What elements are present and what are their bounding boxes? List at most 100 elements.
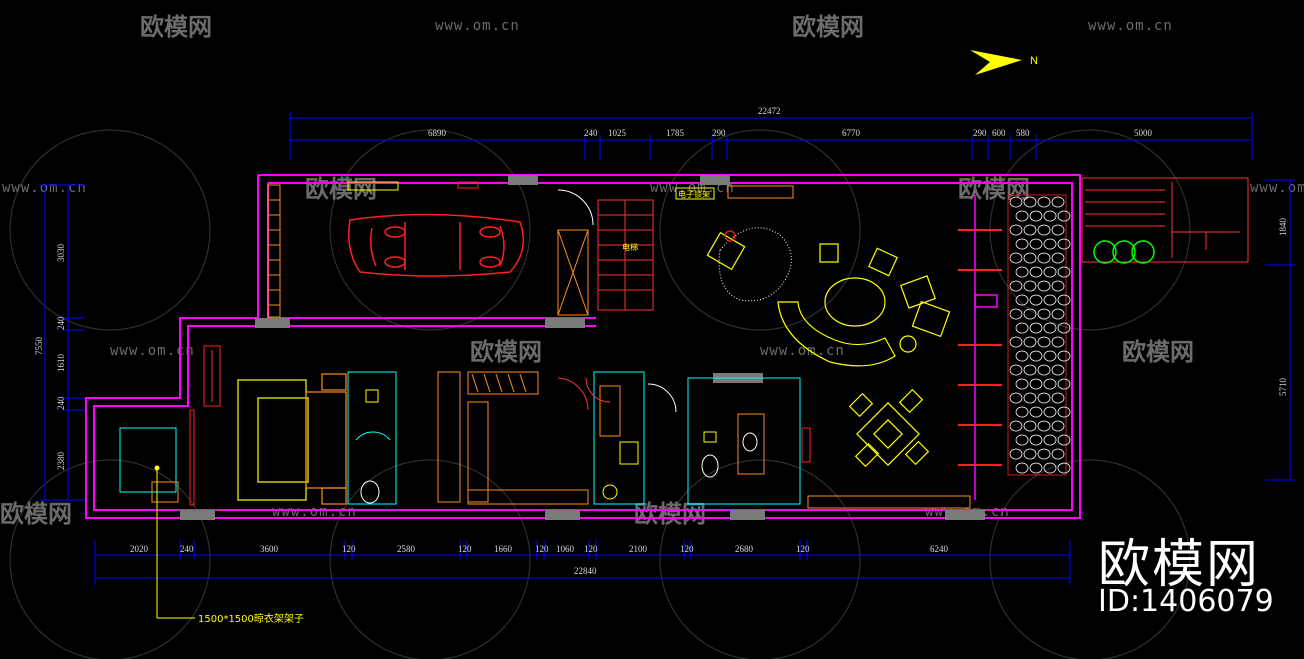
svg-text:2100: 2100 bbox=[629, 544, 648, 554]
pebble bbox=[1057, 350, 1071, 362]
pebble bbox=[1015, 378, 1029, 390]
stair-core bbox=[597, 199, 654, 311]
pebble bbox=[1051, 196, 1065, 208]
bottom-dim-11: 2100 bbox=[629, 544, 648, 554]
pebble bbox=[1051, 252, 1065, 264]
svg-text:1660: 1660 bbox=[494, 544, 513, 554]
svg-text:120: 120 bbox=[342, 544, 356, 554]
pebble bbox=[1015, 266, 1029, 278]
svg-text:580: 580 bbox=[1016, 128, 1030, 138]
svg-text:1840: 1840 bbox=[1278, 218, 1288, 237]
wall-openings bbox=[180, 175, 985, 520]
pebble bbox=[1057, 406, 1071, 418]
partition-wall bbox=[974, 195, 998, 500]
watermark-url-3: www.om.cn bbox=[2, 180, 87, 196]
lounge-chair bbox=[706, 230, 746, 271]
right-dimension-chain bbox=[1265, 179, 1296, 481]
corner-brand-id: ID:1406079 bbox=[1098, 584, 1274, 619]
pebble bbox=[1023, 336, 1037, 348]
pebble bbox=[1043, 238, 1057, 250]
pebble bbox=[1057, 322, 1071, 334]
pebble bbox=[1015, 238, 1029, 250]
watermark-brand-2: 欧模网 bbox=[792, 13, 864, 41]
pebble bbox=[1043, 294, 1057, 306]
outdoor-stair bbox=[1081, 177, 1249, 263]
svg-text:120: 120 bbox=[535, 544, 549, 554]
watermark-brand-3: 欧模网 bbox=[305, 175, 377, 203]
svg-text:120: 120 bbox=[458, 544, 472, 554]
right-dim-2: 5710 bbox=[1278, 378, 1288, 397]
svg-text:6770: 6770 bbox=[842, 128, 861, 138]
pebble bbox=[1009, 392, 1023, 404]
pebble bbox=[1037, 224, 1051, 236]
bottom-dim-3: 3600 bbox=[260, 544, 279, 554]
svg-text:1060: 1060 bbox=[556, 544, 575, 554]
pebble bbox=[1015, 434, 1029, 446]
svg-text:240: 240 bbox=[56, 316, 66, 330]
pebble bbox=[1029, 266, 1043, 278]
watermark-url-5: www.om.cn bbox=[110, 343, 194, 359]
pebble bbox=[1029, 322, 1043, 334]
svg-text:120: 120 bbox=[796, 544, 810, 554]
right-dim-1: 1840 bbox=[1278, 218, 1288, 237]
svg-text:欧模网: 欧模网 bbox=[305, 175, 377, 203]
bottom-dim-2: 240 bbox=[180, 544, 194, 554]
pebble bbox=[1051, 364, 1065, 376]
top-dim-5: 290 bbox=[712, 128, 726, 138]
pebble bbox=[1037, 364, 1051, 376]
closet-strip bbox=[189, 345, 221, 506]
pebble bbox=[1043, 434, 1057, 446]
svg-text:欧模网: 欧模网 bbox=[140, 13, 212, 41]
svg-text:22472: 22472 bbox=[758, 106, 781, 116]
pebble bbox=[1043, 462, 1057, 474]
pebble bbox=[1037, 280, 1051, 292]
left-dim-1: 3030 bbox=[56, 244, 66, 263]
corner-brand-name: 欧模网 bbox=[1098, 535, 1261, 595]
window-mullions bbox=[958, 229, 1002, 466]
bottom-dimension-chain bbox=[94, 540, 1071, 585]
watermark-url-2: www.om.cn bbox=[1088, 18, 1172, 34]
bottom-dim-10: 120 bbox=[584, 544, 598, 554]
svg-text:www.om.cn: www.om.cn bbox=[2, 180, 87, 196]
pebble bbox=[1029, 238, 1043, 250]
watermark-url-1: www.om.cn bbox=[435, 18, 519, 34]
bathroom-3 bbox=[687, 377, 811, 505]
left-overall-dimension: 7550 bbox=[34, 337, 44, 356]
pebble bbox=[1029, 434, 1043, 446]
pebble bbox=[1051, 308, 1065, 320]
bottom-dim-8: 120 bbox=[535, 544, 549, 554]
pebble bbox=[1051, 420, 1065, 432]
svg-text:电子锁架: 电子锁架 bbox=[678, 189, 710, 199]
pebble bbox=[1029, 462, 1043, 474]
pebble bbox=[1023, 280, 1037, 292]
pebble bbox=[1057, 294, 1071, 306]
left-dim-2: 240 bbox=[56, 316, 66, 330]
svg-text:3600: 3600 bbox=[260, 544, 279, 554]
pebble bbox=[1029, 350, 1043, 362]
top-dim-6: 6770 bbox=[842, 128, 861, 138]
svg-text:6240: 6240 bbox=[930, 544, 949, 554]
svg-text:2680: 2680 bbox=[735, 544, 754, 554]
top-dim-8: 600 bbox=[992, 128, 1006, 138]
svg-text:3030: 3030 bbox=[56, 244, 66, 263]
pebble bbox=[1051, 280, 1065, 292]
pebble bbox=[1043, 322, 1057, 334]
label-elevator: 电梯 bbox=[622, 242, 638, 252]
pebble bbox=[1023, 196, 1037, 208]
pebble bbox=[1015, 294, 1029, 306]
car-icon bbox=[348, 213, 525, 277]
bottom-dim-5: 2580 bbox=[397, 544, 416, 554]
pebble bbox=[1023, 392, 1037, 404]
pebble bbox=[1057, 238, 1071, 250]
pebble bbox=[1009, 448, 1023, 460]
pebble bbox=[1023, 252, 1037, 264]
door-swings bbox=[557, 377, 677, 413]
pebble bbox=[1023, 448, 1037, 460]
pebble bbox=[1037, 196, 1051, 208]
label-lock-rack: 电子锁架 bbox=[675, 187, 715, 200]
bottom-dim-15: 6240 bbox=[930, 544, 949, 554]
svg-text:6890: 6890 bbox=[428, 128, 447, 138]
left-dim-3: 1610 bbox=[56, 354, 66, 373]
bottom-dim-6: 120 bbox=[458, 544, 472, 554]
pebble bbox=[1009, 280, 1023, 292]
